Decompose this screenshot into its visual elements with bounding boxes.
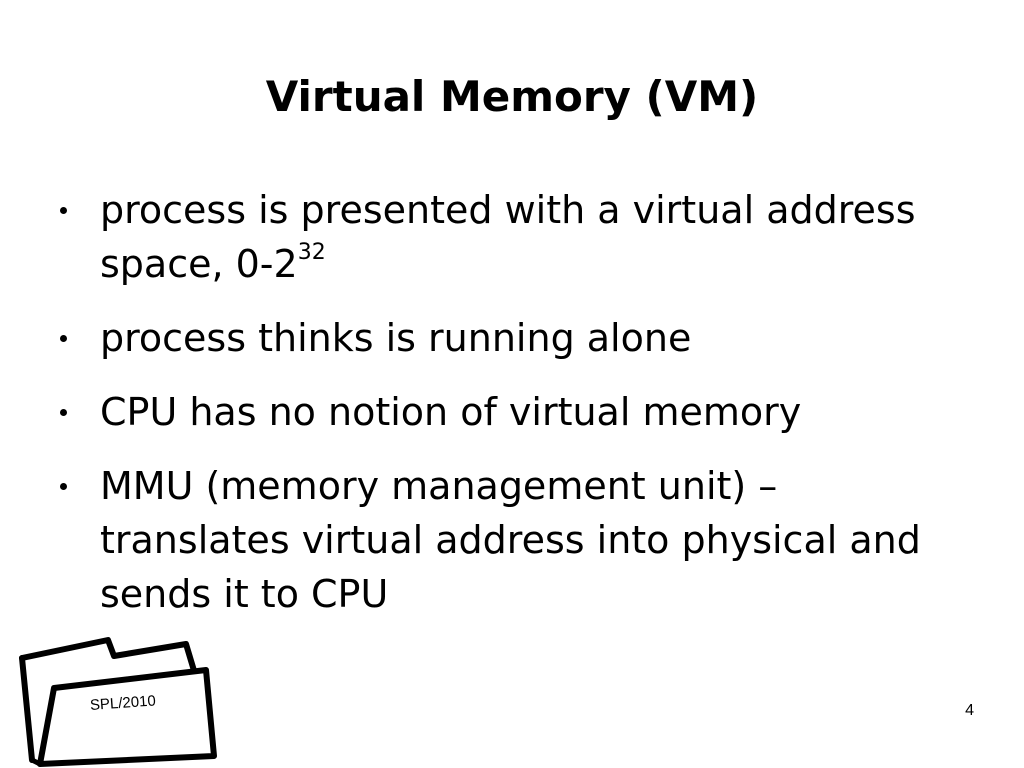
bullet-item: process thinks is running alone: [58, 311, 978, 365]
bullet-text: CPU has no notion of virtual memory: [100, 390, 802, 434]
bullet-text: process is presented with a virtual addr…: [100, 188, 916, 286]
bullet-dot-icon: [60, 335, 67, 342]
bullet-dot-icon: [60, 483, 67, 490]
bullet-item: process is presented with a virtual addr…: [58, 183, 978, 291]
bullet-dot-icon: [60, 409, 67, 416]
slide-title: Virtual Memory (VM): [265, 72, 759, 121]
bullet-list: process is presented with a virtual addr…: [58, 183, 978, 641]
page-number: 4: [965, 702, 974, 719]
bullet-dot-icon: [60, 207, 67, 214]
bullet-item: CPU has no notion of virtual memory: [58, 385, 978, 439]
folder-icon: [19, 637, 217, 767]
bullet-text: MMU (memory management unit) – translate…: [100, 464, 921, 616]
bullet-item: MMU (memory management unit) – translate…: [58, 459, 978, 621]
bullet-text: process thinks is running alone: [100, 316, 692, 360]
bullet-superscript: 32: [297, 240, 326, 266]
